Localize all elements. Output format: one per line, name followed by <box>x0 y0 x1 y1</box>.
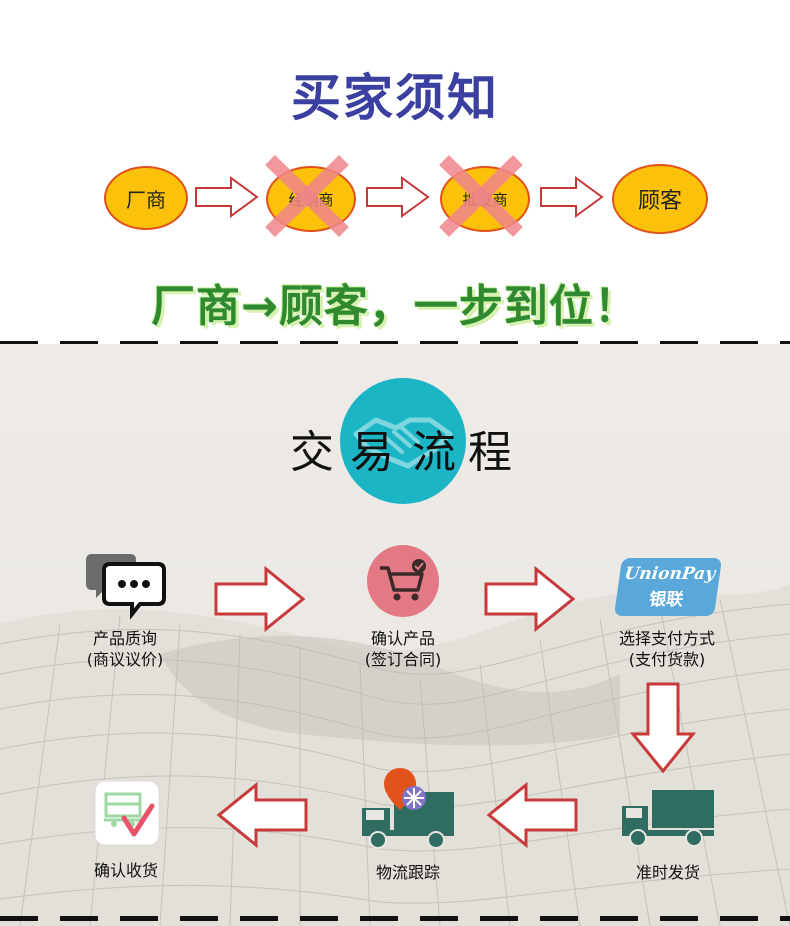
process-title-char: 易 <box>350 427 394 478</box>
step-label-receipt: 确认收货 <box>66 860 186 881</box>
slogan: 厂商→顾客，一步到位！ <box>151 281 639 332</box>
process-title-char: 程 <box>468 427 512 478</box>
step-label-line1: 准时发货 <box>635 863 700 882</box>
chain-node-customer: 顾客 <box>612 164 708 234</box>
unionpay-brand-cn: 银联 <box>647 590 685 610</box>
flow-arrow-left <box>486 782 578 848</box>
step-label-inquiry: 产品质询 (商议议价) <box>60 628 190 670</box>
step-label-line2: (签订合同) <box>364 650 442 669</box>
unionpay-brand: UnionPay <box>623 564 717 584</box>
buyer-notice-section: 买家须知 厂商 经销商 批发商 顾客 厂商→顾客，一步到位！ <box>0 0 790 344</box>
cross-out-icon <box>265 154 349 238</box>
flow-arrow-down <box>630 682 696 774</box>
page-title: 买家须知 <box>291 69 499 127</box>
tracking-truck-icon <box>362 768 454 849</box>
step-label-line1: 选择支付方式 <box>618 629 715 648</box>
chain-node-label: 厂商 <box>126 187 166 212</box>
step-label-line1: 物流跟踪 <box>375 863 440 882</box>
delivery-truck-icon <box>622 790 714 847</box>
chain-node-label: 顾客 <box>637 189 682 214</box>
process-title-char: 交 <box>290 427 334 478</box>
flow-arrow-left <box>216 782 308 848</box>
flow-arrow-right <box>214 566 306 632</box>
step-label-confirm-product: 确认产品 (签订合同) <box>336 628 470 670</box>
chain-arrow <box>540 176 604 218</box>
step-label-line2: (支付货款) <box>628 650 706 669</box>
step-label-line1: 确认产品 <box>370 629 435 648</box>
chat-bubbles-icon <box>86 554 166 620</box>
step-label-payment: 选择支付方式 (支付货款) <box>596 628 738 670</box>
step-label-line2: (商议议价) <box>86 650 164 669</box>
step-label-line1: 产品质询 <box>92 629 157 648</box>
step-label-tracking: 物流跟踪 <box>348 862 468 883</box>
chain-arrow <box>366 176 430 218</box>
unionpay-logo-icon: UnionPay 银联 <box>613 558 723 616</box>
handshake-circle-icon <box>340 378 466 504</box>
divider-bottom <box>0 916 790 921</box>
divider-top <box>0 341 790 346</box>
process-title: 交 易 流 程 <box>0 376 790 506</box>
chain-node-manufacturer: 厂商 <box>104 166 188 230</box>
receipt-check-icon <box>94 780 160 846</box>
process-title-char: 流 <box>412 427 456 478</box>
flow-arrow-right <box>484 566 576 632</box>
trade-process-section: 交 易 流 程 产品质询 (商议议价) 确认产品 (签订合同) UnionPay… <box>0 344 790 926</box>
shopping-cart-icon <box>367 545 439 617</box>
step-label-shipping: 准时发货 <box>608 862 728 883</box>
step-label-line1: 确认收货 <box>93 861 158 880</box>
cross-out-icon <box>439 154 523 238</box>
chain-arrow <box>195 176 259 218</box>
